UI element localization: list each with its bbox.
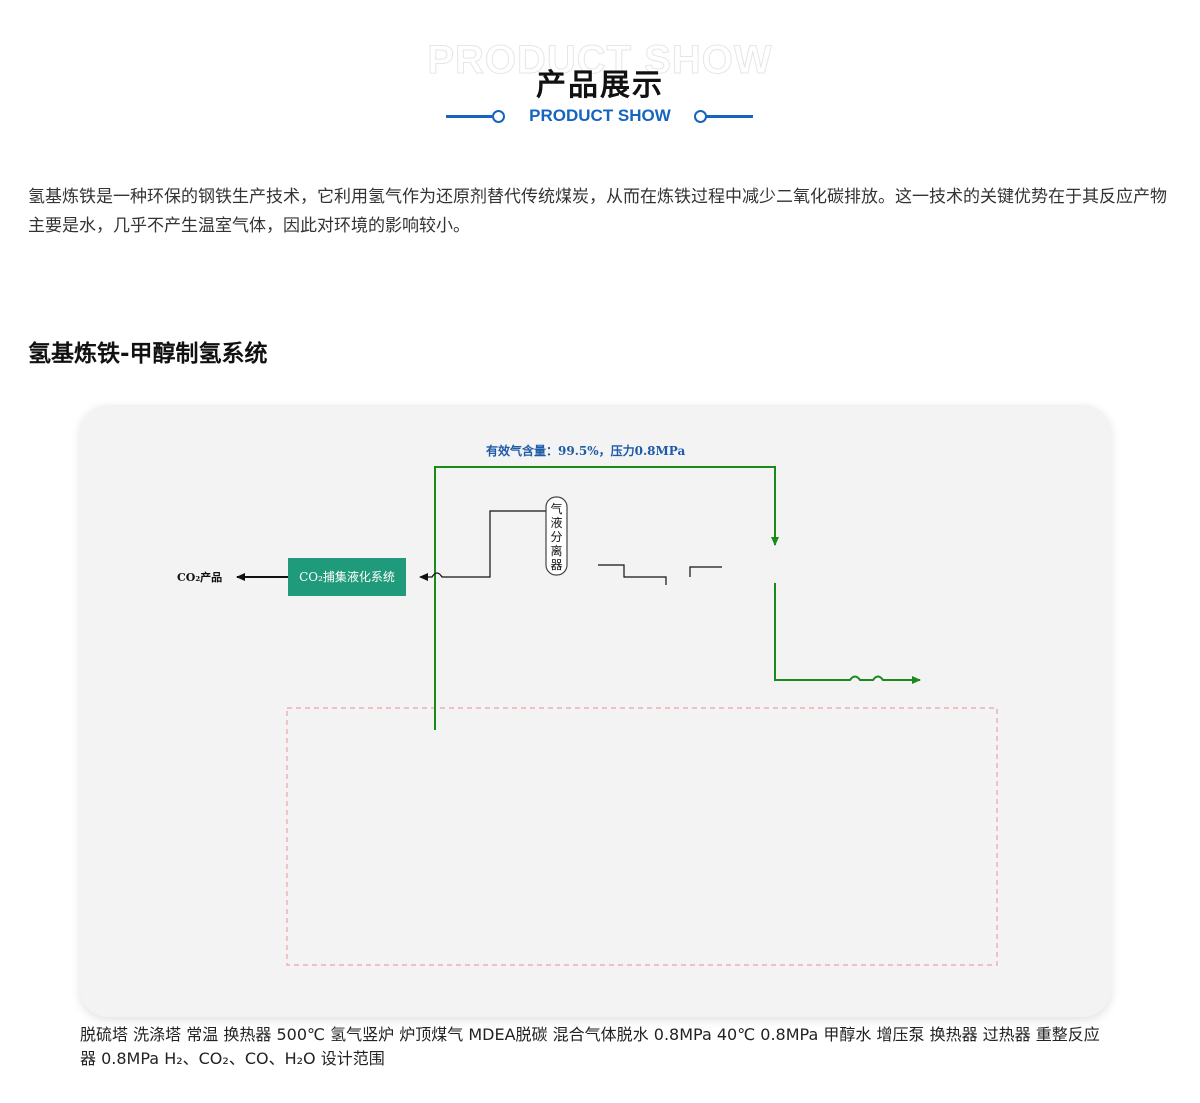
reformer-label: 重整反应器	[80, 1025, 1100, 1068]
mid-pressure-label: 0.8MPa	[653, 1025, 712, 1044]
mdea-label: MDEA脱碳	[468, 1025, 548, 1044]
inlet-feed-label: 甲醇水	[823, 1025, 872, 1044]
page-subtitle: PRODUCT SHOW	[529, 106, 671, 125]
inlet-pressure-label: 0.8MPa	[760, 1025, 819, 1044]
temp-500-label: 500℃	[276, 1025, 326, 1044]
bottom-hx-label: 换热器	[929, 1025, 978, 1044]
pump-to-hx-line: 换热器 过热器 重整反应器 0.8MPa H₂、CO₂、CO、H₂O 设计范围	[80, 1025, 1100, 1068]
superheater-to-reformer-line: 重整反应器 0.8MPa H₂、CO₂、CO、H₂O 设计范围	[80, 1025, 1100, 1068]
top-flow-label: 有效气含量：99.5%，压力0.8MPa	[486, 443, 685, 458]
room-temp-label: 常温	[186, 1025, 219, 1044]
process-diagram: 有效气含量：99.5%，压力0.8MPa CO₂产品 CO₂捕集液化系统 气液分…	[177, 443, 998, 966]
superheater-box: 过热器 重整反应器 0.8MPa H₂、CO₂、CO、H₂O 设计范围	[80, 1025, 1100, 1068]
separator-vessel	[545, 496, 568, 576]
wash-tower: 洗涤塔 常温 换热器 500℃ 氢气竖炉 炉顶煤气 MDEA脱碳 混合气体脱水	[80, 1025, 1100, 1068]
desulfur-tower: 脱硫塔 洗涤塔 常温 换热器 500℃ 氢气竖炉 炉顶煤气 MDEA脱	[80, 1025, 1100, 1068]
separator-label: 气液分离器	[550, 501, 562, 572]
subtitle-decoration-right	[694, 110, 754, 124]
hx-to-superheater-line: 过热器 重整反应器 0.8MPa H₂、CO₂、CO、H₂O 设计范围	[80, 1025, 1100, 1068]
co2-capture-box	[288, 558, 406, 596]
booster-pump-label: 增压泵	[876, 1025, 925, 1044]
bottom-heat-exchanger: 换热器 过热器 重整反应器 0.8MPa H₂、CO₂、CO、H₂O 设计范围	[80, 1025, 1100, 1068]
diagram-card: 有效气含量：99.5%，压力0.8MPa CO₂产品 CO₂捕集液化系统 气液分…	[80, 405, 1111, 1068]
design-scope-label: 设计范围	[320, 1049, 385, 1068]
intro-paragraph: 氢基炼铁是一种环保的钢铁生产技术，它利用氢气作为还原剂替代传统煤炭，从而在炼铁过…	[28, 187, 1167, 236]
page-title: 产品展示	[536, 68, 664, 103]
header-watermark: PRODUCT SHOW	[427, 38, 773, 83]
room-temp-line: 常温 换热器 500℃ 氢气竖炉 炉顶煤气 MDEA脱碳 混合气体脱水 0.8M…	[80, 1025, 1100, 1068]
mdea-box: MDEA脱碳 混合气体脱水 0.8MPa 40℃ 0.8MPa 甲醇水 增压泵 …	[80, 1025, 1100, 1068]
section-title: 氢基炼铁-甲醇制氢系统	[28, 341, 268, 367]
top-heat-exchanger: 换热器 500℃ 氢气竖炉 炉顶煤气 MDEA脱碳 混合气体脱水 0.8MPa …	[80, 1025, 1100, 1068]
gas-return-line	[419, 510, 722, 585]
subtitle-decoration-left	[446, 110, 506, 124]
green-product-line	[434, 466, 921, 730]
co2-capture-label: CO₂捕集液化系统	[299, 569, 395, 584]
reformed-gas-return-line: 0.8MPa H₂、CO₂、CO、H₂O 设计范围	[101, 1049, 385, 1068]
mixed-to-mdea-line: 0.8MPa 40℃ 0.8MPa 甲醇水 增压泵 换热器 过热器 重整反应器 …	[80, 1025, 1100, 1068]
top-gas-label: 炉顶煤气	[399, 1025, 464, 1044]
superheater-label: 过热器	[982, 1025, 1031, 1044]
top-hx-label: 换热器	[223, 1025, 272, 1044]
mdea-to-co2-line: 混合气体脱水 0.8MPa 40℃ 0.8MPa 甲醇水 增压泵 换热器 过热器…	[80, 1025, 1100, 1068]
reformer-box: 重整反应器 0.8MPa H₂、CO₂、CO、H₂O 设计范围	[80, 1025, 1100, 1068]
desulfur-label: 脱硫塔	[80, 1025, 129, 1044]
design-scope-boundary	[286, 707, 998, 966]
furnace-label: 氢气竖炉	[330, 1025, 395, 1044]
bottom-gases-label: H₂、CO₂、CO、H₂O	[164, 1049, 316, 1068]
wash-tower-label: 洗涤塔	[133, 1025, 182, 1044]
mixed-gas-box: 混合气体脱水 0.8MPa 40℃ 0.8MPa 甲醇水 增压泵 换热器 过热器…	[80, 1025, 1100, 1068]
temp-40-label: 40℃	[716, 1025, 756, 1044]
mixed-gas-label: 混合气体脱水	[552, 1025, 649, 1044]
co2-product-label: CO₂产品	[177, 570, 222, 584]
feed-inlet-line: 0.8MPa 甲醇水 增压泵 换热器 过热器 重整反应器 0.8MPa H₂、C…	[80, 1025, 1100, 1068]
booster-pump-box: 增压泵 换热器 过热器 重整反应器 0.8MPa H₂、CO₂、CO、H₂O 设…	[80, 1025, 1100, 1068]
hx-to-mixed-line: 40℃ 0.8MPa 甲醇水 增压泵 换热器 过热器 重整反应器 0.8MPa …	[80, 1025, 1100, 1068]
bottom-pressure-label: 0.8MPa	[101, 1049, 160, 1068]
